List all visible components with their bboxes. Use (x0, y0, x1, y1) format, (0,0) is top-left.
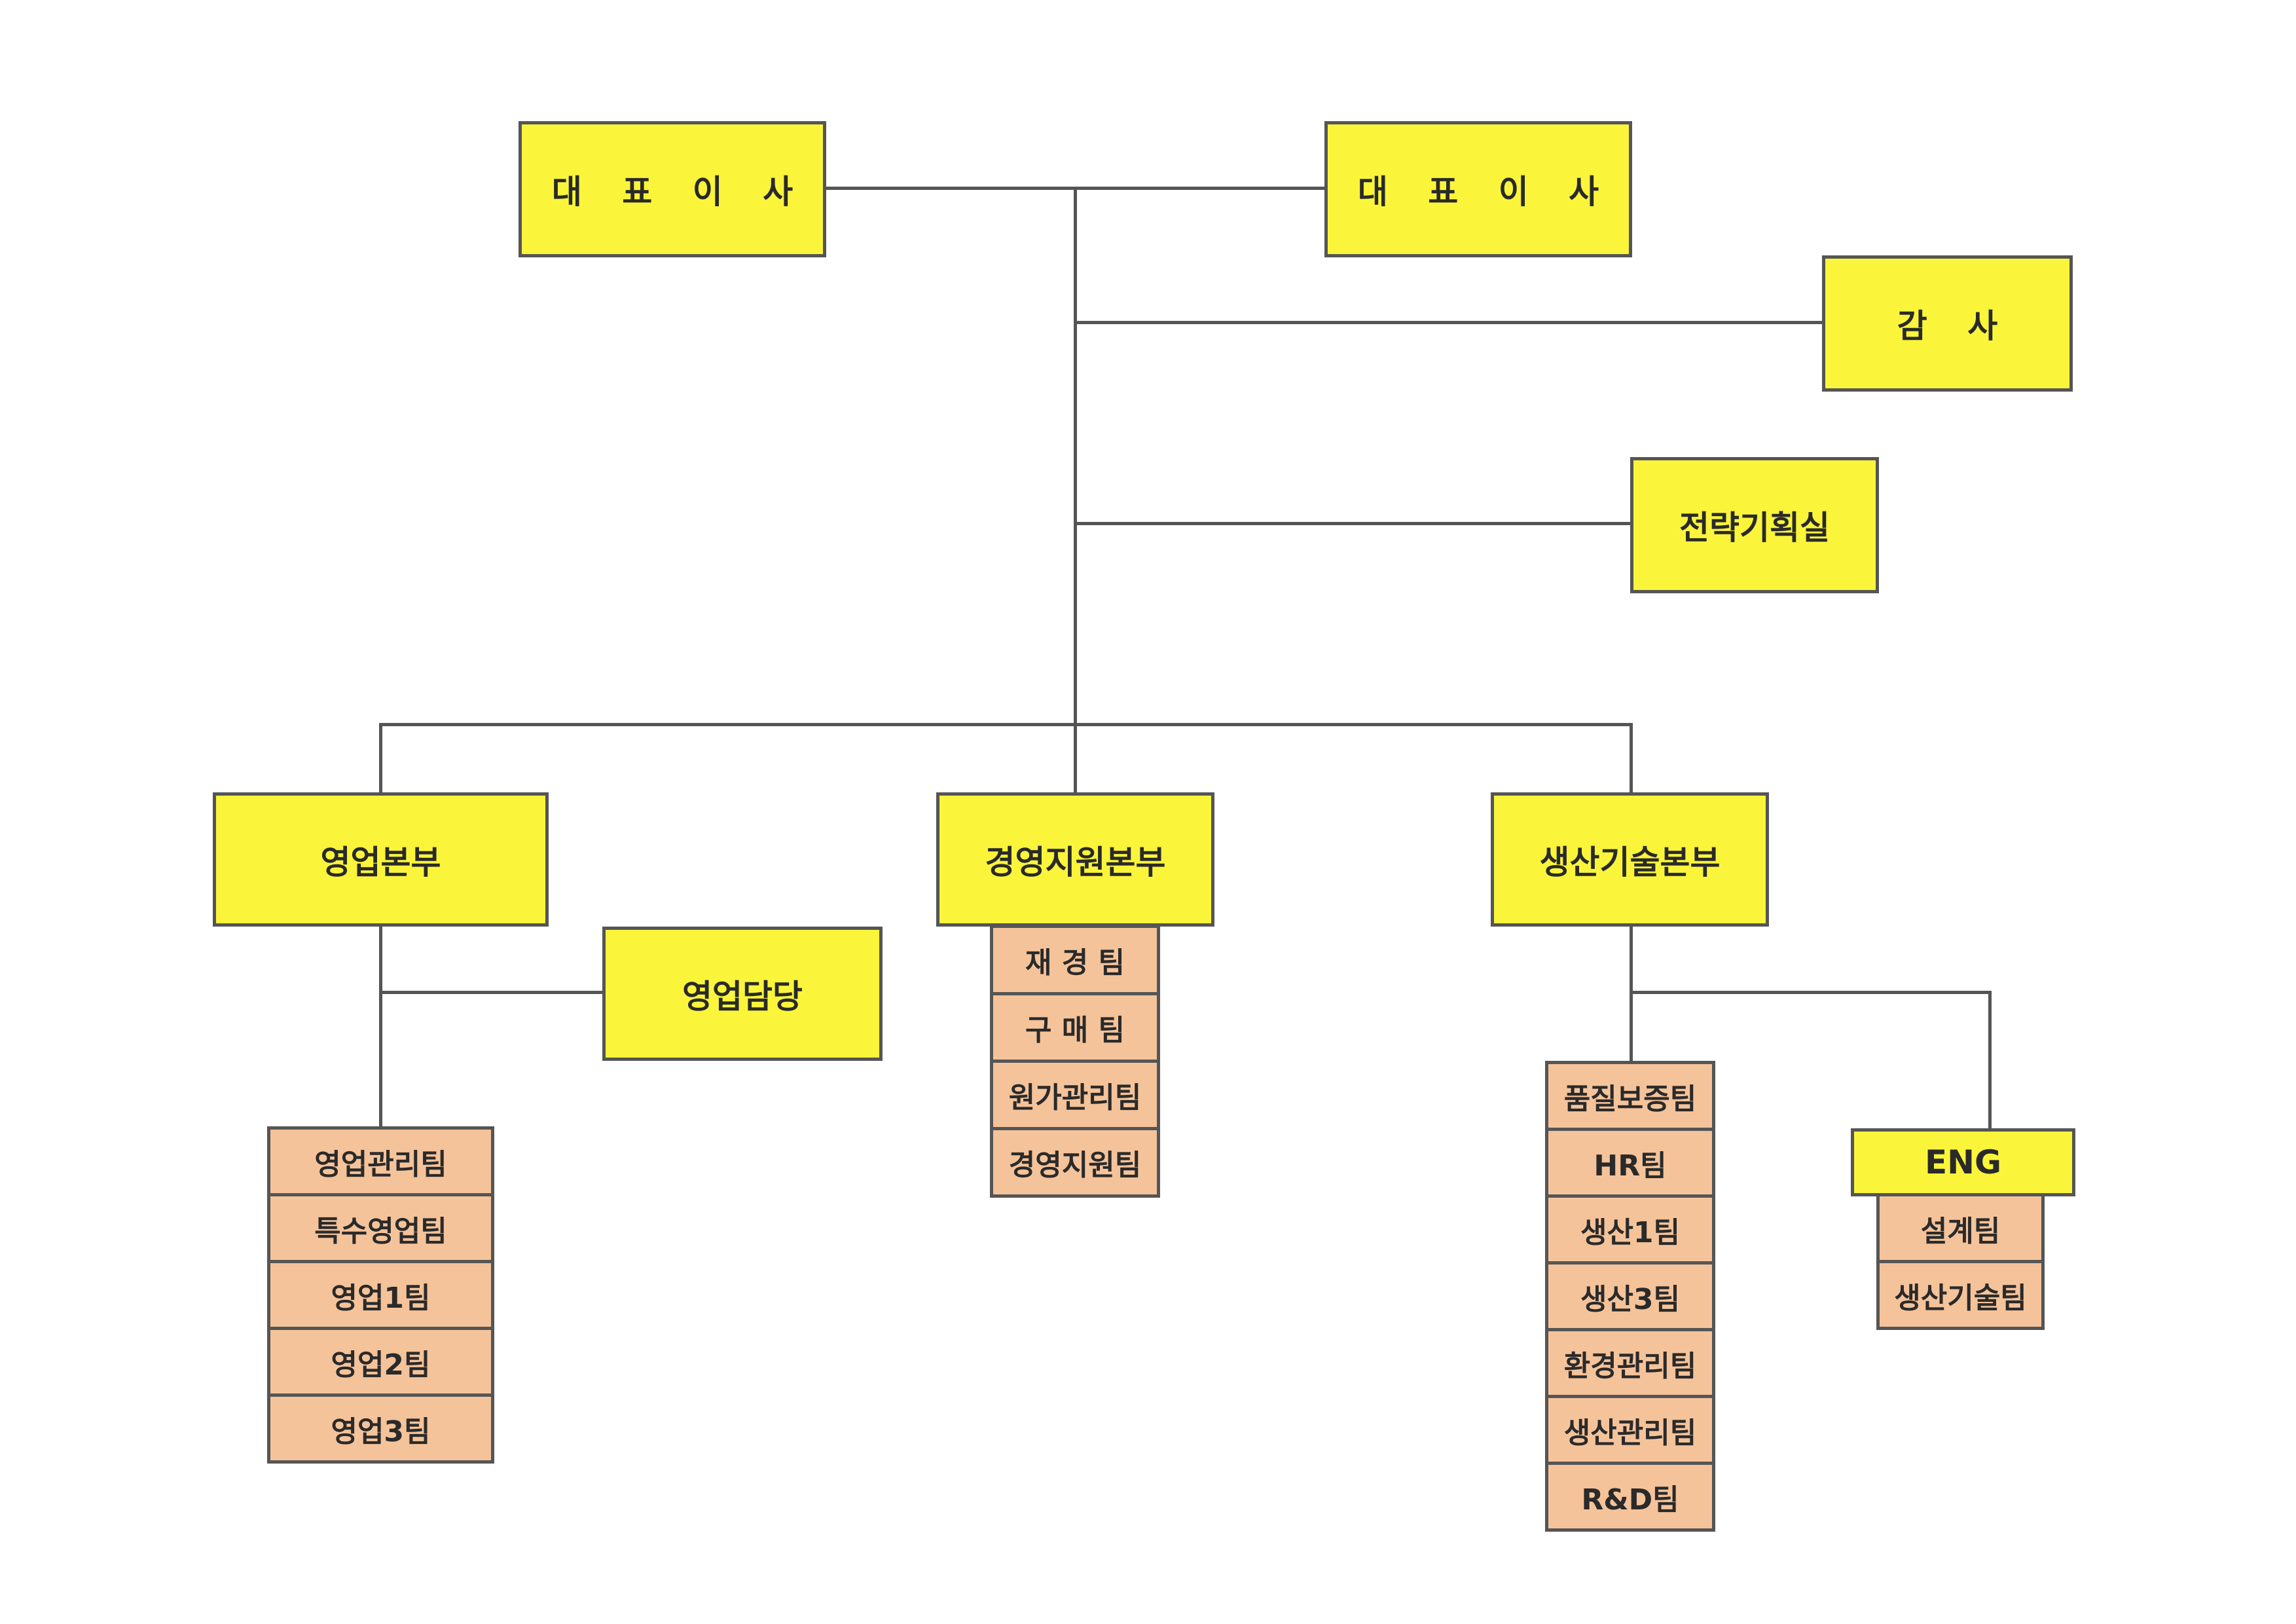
team-box: 품질보증팀 (1545, 1061, 1715, 1131)
team-label: 구 매 팀 (1025, 1014, 1125, 1047)
team-label: 원가관리팀 (1008, 1081, 1142, 1115)
team-label: 영업관리팀 (314, 1147, 447, 1181)
team-box: 생산관리팀 (1545, 1395, 1715, 1465)
ceo-box-right: 대 표 이 사 (1324, 121, 1632, 257)
team-box: 특수영업팀 (267, 1193, 494, 1263)
connector-production-down (1630, 723, 1633, 795)
ceo-left-label: 대 표 이 사 (551, 173, 808, 211)
team-label: 환경관리팀 (1563, 1349, 1697, 1383)
team-box: R&D팀 (1545, 1462, 1715, 1532)
management-division-label: 경영지원본부 (985, 843, 1166, 881)
connector-main-vertical (1074, 187, 1077, 794)
team-box: 구 매 팀 (990, 992, 1160, 1063)
audit-box: 감 사 (1822, 255, 2073, 392)
team-box: 원가관리팀 (990, 1060, 1160, 1130)
connector-sales-down (379, 723, 382, 795)
strategy-label: 전략기획실 (1679, 509, 1830, 547)
connector-eng-horizontal (1630, 991, 1992, 994)
connector-eng-down (1988, 991, 1992, 1128)
sales-division-label: 영업본부 (320, 843, 441, 881)
connector-strategy (1074, 522, 1633, 525)
connector-audit (1074, 321, 1822, 324)
team-box: 경영지원팀 (990, 1127, 1160, 1198)
team-box: 영업관리팀 (267, 1126, 494, 1196)
management-division-box: 경영지원본부 (936, 792, 1214, 927)
team-box: 생산기술팀 (1876, 1260, 2045, 1330)
team-label: R&D팀 (1581, 1483, 1679, 1517)
connector-divisions-horizontal (379, 723, 1633, 726)
team-label: 품질보증팀 (1563, 1082, 1697, 1116)
team-label: HR팀 (1594, 1149, 1667, 1183)
ceo-box-left: 대 표 이 사 (519, 121, 826, 257)
team-box: 영업3팀 (267, 1393, 494, 1464)
team-label: 설계팀 (1920, 1214, 2001, 1248)
team-label: 영업2팀 (331, 1348, 431, 1382)
connector-sales-vertical (379, 925, 382, 1128)
production-division-label: 생산기술본부 (1539, 843, 1721, 881)
strategy-box: 전략기획실 (1630, 457, 1879, 593)
audit-label: 감 사 (1897, 307, 2013, 345)
team-box: 생산1팀 (1545, 1194, 1715, 1264)
team-box: 환경관리팀 (1545, 1328, 1715, 1398)
team-box: 재 경 팀 (990, 925, 1160, 995)
team-box: 영업2팀 (267, 1327, 494, 1397)
team-label: 생산3팀 (1580, 1282, 1681, 1316)
sales-officer-label: 영업담당 (682, 977, 803, 1016)
team-label: 재 경 팀 (1025, 946, 1125, 980)
connector-sales-officer (379, 991, 605, 994)
ceo-right-label: 대 표 이 사 (1357, 173, 1614, 211)
eng-box: ENG (1851, 1128, 2075, 1196)
team-label: 영업1팀 (331, 1281, 431, 1315)
team-box: 영업1팀 (267, 1260, 494, 1330)
sales-officer-box: 영업담당 (602, 927, 883, 1061)
team-label: 영업3팀 (331, 1414, 431, 1449)
team-box: 생산3팀 (1545, 1261, 1715, 1331)
eng-label: ENG (1924, 1143, 2002, 1181)
team-label: 생산1팀 (1580, 1215, 1681, 1249)
team-label: 특수영업팀 (314, 1214, 447, 1248)
team-box: 설계팀 (1876, 1193, 2045, 1263)
production-division-box: 생산기술본부 (1491, 792, 1769, 927)
team-box: HR팀 (1545, 1128, 1715, 1198)
team-label: 생산관리팀 (1563, 1416, 1697, 1450)
team-label: 경영지원팀 (1008, 1149, 1142, 1182)
team-label: 생산기술팀 (1894, 1281, 2027, 1315)
sales-division-box: 영업본부 (213, 792, 549, 927)
